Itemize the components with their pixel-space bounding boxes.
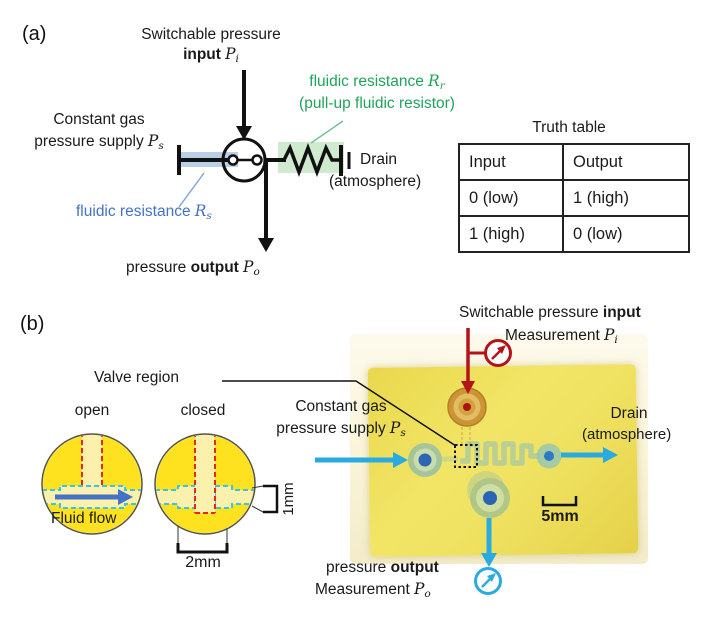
truth-table-cell: 1 (high) [562,179,690,217]
truth-table-cell: 0 (low) [458,179,564,217]
po-symbol: Po [243,258,260,279]
output-arrow [258,160,274,252]
drain-label-line1: Drain [360,151,398,168]
output-word: output [390,559,439,576]
truth-table-cell: 1 (high) [458,215,564,253]
measurement-text: Measurement [505,327,600,344]
fluid-flow-label: Fluid flow [51,510,117,527]
valve-region-label: Valve region [94,369,180,386]
measurement-text: Measurement [315,581,410,598]
switchable-input-label-line1: Switchable pressure [141,26,281,43]
ps-symbol: Ps [389,419,406,440]
truth-table-row: 1 (high) 0 (low) [458,215,690,253]
truth-table: Input Output 0 (low) 1 (high) 1 (high) 0… [458,143,690,253]
valve-closed-diagram [154,433,256,535]
output-word: output [190,259,239,276]
rr-label-line2: (pull-up fluidic resistor) [299,95,455,112]
scale-bar-label: 5mm [541,508,579,525]
supply-b-label-line1: Constant gas [295,398,387,415]
truth-table-header-input: Input [458,143,564,181]
drain-b-label-line1: Drain [610,405,648,422]
rs-text: fluidic resistance [76,203,191,220]
output-b-label-line1: pressure output [326,558,439,577]
input-arrow [236,70,252,140]
pressure-word: pressure [126,259,187,276]
truth-table-header-row: Input Output [458,143,690,181]
input-b-label-line1: Switchable pressure input [459,303,641,322]
dimension-1mm-bracket [251,484,279,514]
pi-symbol: Pi [603,326,618,347]
input-text: Switchable pressure [459,304,599,321]
po-symbol: Po [413,580,431,601]
truth-table-header-output: Output [562,143,690,181]
dimension-2mm-bracket [176,526,229,554]
rr-highlight [278,142,344,173]
dimension-1mm-label: 1mm [280,482,297,516]
panel-a-tag: (a) [22,23,47,45]
truth-table-row: 0 (low) 1 (high) [458,179,690,217]
valve-closed-label: closed [180,402,226,419]
valve-symbol [177,137,344,183]
input-word: input [602,304,641,321]
input-word: input [183,46,221,63]
drain-label-line2: (atmosphere) [329,173,422,190]
rr-symbol: Rr [428,72,445,93]
device-chip-photo [367,364,639,557]
rs-symbol: Rs [194,202,212,223]
valve-open-label: open [74,402,110,419]
dimension-2mm-label: 2mm [185,554,221,571]
truth-table-title: Truth table [532,119,606,136]
pi-symbol: Pi [225,45,239,66]
pressure-word: pressure [326,559,387,576]
supply-label-line1: Constant gas [53,111,145,128]
rr-callout-line [310,120,344,144]
drain-b-label-line2: (atmosphere) [582,426,672,443]
rr-text: fluidic resistance [309,73,424,90]
ps-symbol: Ps [147,132,164,153]
output-pressure-gauge-icon [474,567,502,595]
fluid-flow-arrow [55,489,133,505]
supply-text: pressure supply [34,133,144,150]
rs-highlight [181,152,238,167]
panel-b-tag: (b) [20,313,45,335]
supply-text: pressure supply [276,420,386,437]
truth-table-cell: 0 (low) [562,215,690,253]
